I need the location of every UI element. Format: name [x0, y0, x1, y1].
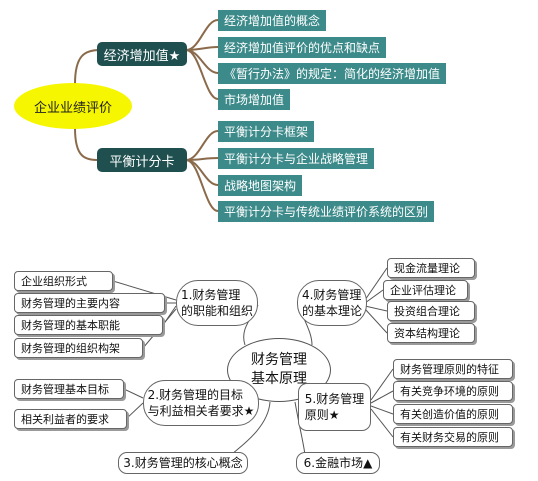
leaf-strategy-map: 战略地图架构: [218, 175, 303, 196]
topic-financial-markets: 6.金融市场▲: [296, 452, 380, 474]
connector-t1-item1: [112, 280, 177, 301]
topic-basic-theory: 4.财务管理 的基本理论: [297, 280, 367, 326]
leaf-bsc-strategy: 平衡计分卡与企业战略管理: [218, 148, 375, 169]
connector-b2-leaf4: [185, 159, 219, 212]
leaf-bsc-difference: 平衡计分卡与传统业绩评价系统的区别: [218, 201, 435, 222]
connector-t4-item3: [364, 305, 388, 312]
connector-root-branch1: [74, 49, 101, 85]
item-value-creation: 有关创造价值的原则: [393, 404, 513, 424]
connector-t2-item2: [126, 402, 144, 419]
branch-bsc: 平衡计分卡: [97, 148, 187, 172]
item-basic-functions: 财务管理的基本职能: [14, 315, 163, 335]
topic-1-label: 1.财务管理 的职能和组织: [180, 288, 253, 318]
item-cash-flow-theory: 现金流量理论: [387, 258, 475, 278]
item-main-content: 财务管理的主要内容: [14, 293, 165, 313]
connector-t5-item4: [370, 408, 394, 438]
topic-functions-organization: 1.财务管理 的职能和组织: [176, 280, 258, 326]
item-capital-structure-theory: 资本结构理论: [387, 323, 475, 343]
topic-4-label: 4.财务管理 的基本理论: [301, 288, 362, 318]
connector-t4-item2: [364, 289, 384, 304]
item-valuation-theory: 企业评估理论: [383, 280, 468, 300]
connector-t5-item3: [370, 405, 394, 415]
leaf-eva-concept: 经济增加值的概念: [218, 10, 327, 31]
topic-principles: 5.财务管理 原则★: [298, 383, 371, 431]
connector-t4-item4: [364, 308, 388, 334]
center-node-label: 财务管理 基本原理: [251, 352, 307, 387]
root-node: 企业业绩评价: [14, 83, 132, 129]
leaf-eva-pros-cons: 经济增加值评价的优点和缺点: [218, 37, 387, 58]
connector-t2-item1: [123, 388, 144, 399]
leaf-bsc-framework: 平衡计分卡框架: [218, 121, 315, 142]
item-enterprise-forms: 企业组织形式: [14, 271, 113, 291]
connector-b1-leaf4: [185, 49, 219, 100]
item-financial-transactions: 有关财务交易的原则: [393, 427, 513, 447]
item-competitive-environment: 有关竞争环境的原则: [393, 381, 513, 401]
leaf-mva: 市场增加值: [218, 89, 291, 110]
connector-t5-item1: [370, 368, 394, 401]
connector-t5-item2: [370, 390, 394, 404]
topic-5-label: 5.财务管理 原则★: [304, 392, 365, 422]
connector-t4-item1: [364, 267, 388, 301]
topic-3-label: 3.财务管理的核心概念: [123, 456, 243, 470]
connector-root-branch2: [74, 127, 101, 161]
branch-eva: 经济增加值★: [97, 42, 187, 66]
item-stakeholder-requirements: 相关利益者的要求: [14, 409, 127, 429]
topic-core-concepts: 3.财务管理的核心概念: [118, 452, 248, 474]
item-basic-goal: 财务管理基本目标: [14, 379, 124, 399]
topic-6-label: 6.金融市场▲: [303, 456, 373, 470]
item-portfolio-theory: 投资组合理论: [387, 301, 475, 321]
leaf-eva-regulation: 《暂行办法》的规定：简化的经济增加值: [218, 63, 447, 84]
topic-2-label: 2.财务管理的目标 与利益相关者要求★: [147, 388, 255, 418]
topic-goals-stakeholders: 2.财务管理的目标 与利益相关者要求★: [143, 380, 259, 426]
item-principle-features: 财务管理原则的特征: [393, 359, 513, 379]
item-org-structure: 财务管理的组织构架: [14, 338, 143, 358]
